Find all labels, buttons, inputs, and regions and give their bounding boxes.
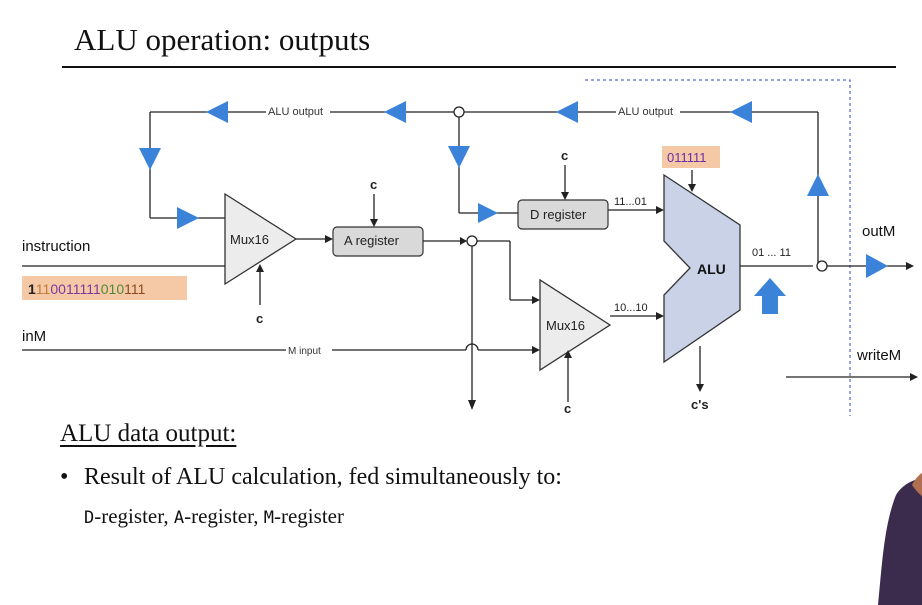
instruction-bit: 0: [101, 281, 109, 297]
instruction-bit: 1: [138, 281, 146, 297]
section-heading: ALU data output:: [60, 420, 237, 447]
down-triangle-arrow-icon: [448, 146, 470, 168]
alu-out-bits: 01 ... 11: [752, 247, 791, 259]
instruction-bit: 1: [124, 281, 132, 297]
right-triangle-arrow-icon: [866, 254, 888, 278]
instruction-bit: 1: [73, 281, 81, 297]
slide-title: ALU operation: outputs: [74, 22, 371, 57]
mux16-left: [224, 192, 298, 286]
d-register: [517, 199, 609, 230]
writem-label: writeM: [856, 347, 901, 364]
presenter-image: [878, 472, 922, 605]
instruction-bit: 1: [86, 281, 94, 297]
c-label-d-register: c: [561, 148, 568, 163]
mux-to-alu-bits: 10...10: [614, 302, 648, 314]
right-triangle-arrow-icon: [177, 207, 199, 229]
cpu-diagram: ALU output ALU output Mux16 instruction …: [22, 79, 918, 416]
c-label-mux-left: c: [256, 311, 263, 326]
instruction-bit: 1: [93, 281, 101, 297]
register-d-name: D: [84, 508, 95, 528]
register-a-name: A: [173, 508, 185, 528]
register-list: D-register, A-register, M-register: [84, 504, 344, 529]
instruction-bit: 0: [116, 281, 124, 297]
left-triangle-arrow-icon: [206, 101, 228, 123]
alu-output-label-right: ALU output: [618, 106, 673, 118]
alu-output-label-left: ALU output: [268, 106, 323, 118]
mux16-right-label: Mux16: [546, 318, 585, 333]
instruction-bit: 1: [36, 281, 44, 297]
left-triangle-arrow-icon: [384, 101, 406, 123]
m-input-label: M input: [288, 346, 321, 357]
title-underline: [62, 66, 896, 68]
register-m-rest: -register: [274, 504, 344, 528]
instruction-bits: 1110011111010111: [28, 281, 146, 297]
bullet-item: • Result of ALU calculation, fed simultan…: [60, 464, 562, 491]
instruction-bit: 0: [50, 281, 58, 297]
instruction-bit: 1: [28, 281, 36, 297]
register-m-name: M: [263, 508, 274, 528]
c-label-a-register: c: [370, 177, 377, 192]
instruction-label: instruction: [22, 238, 90, 255]
bullet-dot: •: [60, 464, 69, 490]
left-triangle-arrow-icon: [730, 101, 752, 123]
output-region-border: [585, 79, 851, 416]
outm-label: outM: [862, 223, 895, 240]
instruction-bit: 1: [109, 281, 117, 297]
register-a-rest: -register,: [184, 504, 264, 528]
instruction-bit: 1: [66, 281, 74, 297]
bullet-text: Result of ALU calculation, fed simultane…: [84, 464, 562, 490]
c-label-mux-right: c: [564, 401, 571, 416]
instruction-bit: 1: [79, 281, 87, 297]
register-d-rest: -register,: [94, 504, 174, 528]
down-triangle-arrow-icon: [139, 148, 161, 170]
instruction-bit: 1: [131, 281, 139, 297]
up-triangle-arrow-icon: [807, 174, 829, 196]
cs-label: c's: [691, 397, 709, 412]
up-arrow-icon: [754, 278, 786, 314]
inm-label: inM: [22, 328, 46, 345]
a-register-label: A register: [344, 233, 400, 248]
right-triangle-arrow-icon: [478, 203, 498, 223]
a-register-junction: [466, 235, 478, 247]
instruction-bit: 0: [58, 281, 66, 297]
mux16-right: [539, 278, 612, 372]
instruction-bits-highlight: [22, 276, 187, 300]
instruction-bit: 1: [43, 281, 51, 297]
alu-output-junction: [816, 260, 828, 272]
d-to-alu-bits: 11...01: [614, 196, 647, 208]
mux16-left-label: Mux16: [230, 232, 269, 247]
feedback-junction: [453, 106, 465, 118]
left-triangle-arrow-icon: [556, 101, 578, 123]
control-bits-highlight: [662, 146, 720, 168]
alu: [663, 173, 741, 364]
control-bits: 011111: [667, 150, 707, 165]
d-register-label: D register: [530, 207, 587, 222]
alu-label: ALU: [697, 261, 726, 277]
